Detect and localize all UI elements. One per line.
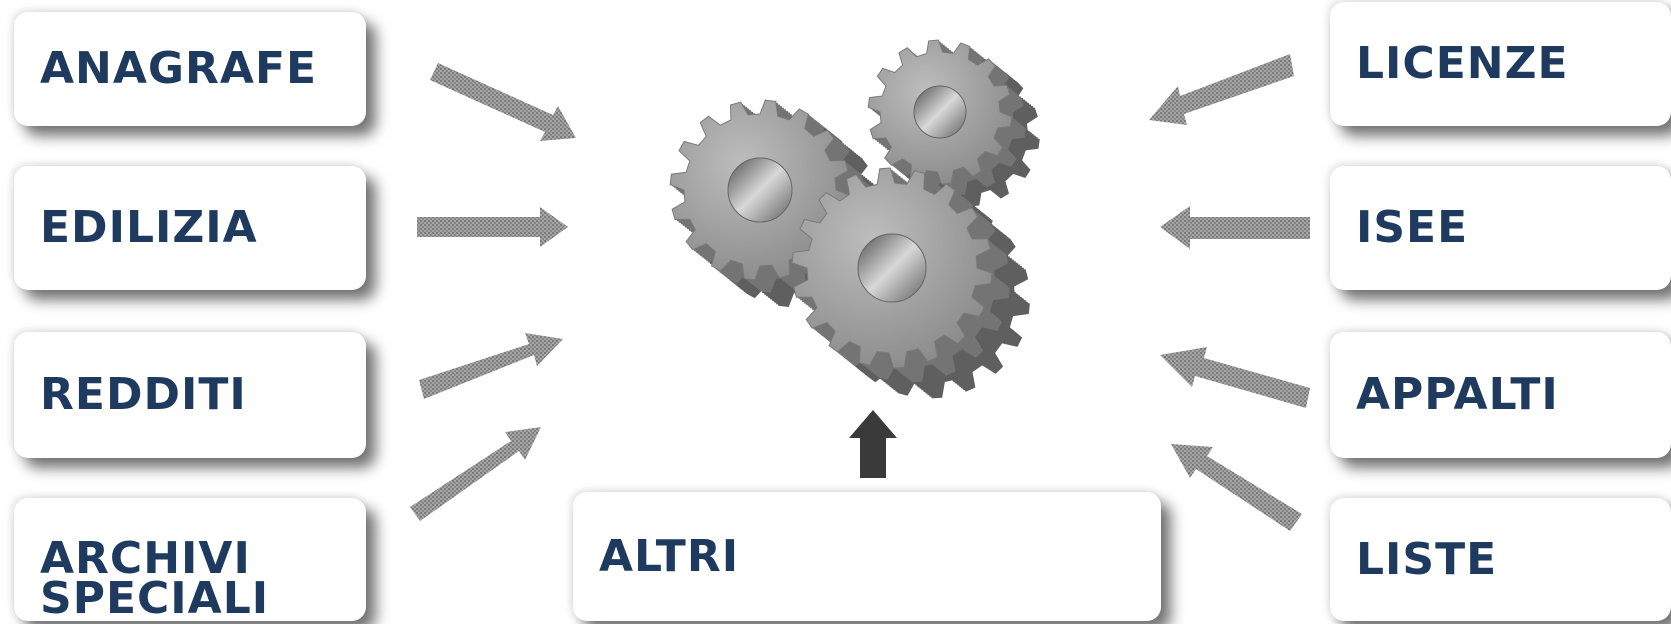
arrow-redditi [419,333,563,399]
arrow-archivi [410,427,541,521]
arrow-anagrafe [430,63,576,141]
gear-center [792,168,1030,398]
arrow-liste [1171,444,1302,531]
arrow-appalti [1160,347,1310,408]
arrow-altri [849,410,897,478]
arrow-isee [1160,206,1310,249]
arrow-edilizia [417,207,568,247]
gears-icon [670,40,1040,398]
arrow-licenze [1149,54,1294,125]
